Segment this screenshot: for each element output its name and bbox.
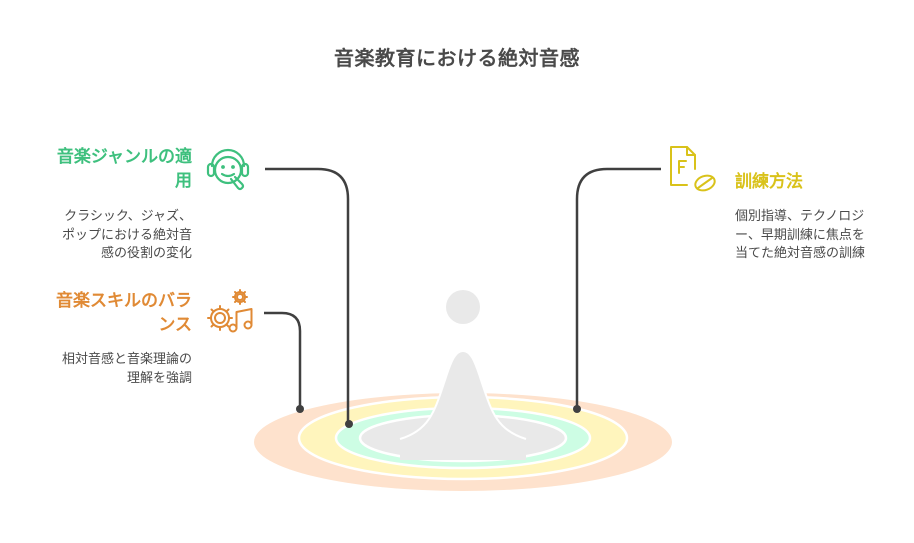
training-heading: 訓練方法 — [735, 172, 803, 192]
page-title: 音楽教育における絶対音感 — [334, 46, 580, 70]
genre-heading: 音楽ジャンルの適 用 — [20, 145, 192, 193]
genre-heading-line2: 用 — [175, 171, 192, 191]
training-description: 個別指導、テクノロジ ー、早期訓練に焦点を 当てた絶対音感の訓練 — [735, 208, 907, 264]
genre-heading-line1: 音楽ジャンルの適 — [56, 147, 192, 167]
skills-description: 相対音感と音楽理論の 理解を強調 — [20, 351, 192, 388]
headset-smile-icon — [206, 148, 250, 191]
connector-genre — [265, 167, 350, 424]
figure-body — [400, 351, 526, 460]
skills-heading-line1: 音楽スキルのバラ — [56, 291, 192, 311]
skills-heading-line2: ンス — [158, 315, 192, 335]
skills-heading: 音楽スキルのバラ ンス — [20, 289, 192, 337]
figure-head — [446, 290, 480, 324]
training-desc-line1: 個別指導、テクノロジ — [735, 209, 865, 224]
gears-music-note-icon — [207, 289, 253, 333]
skills-desc-line2: 理解を強調 — [126, 370, 192, 386]
connector-training — [575, 167, 661, 409]
genre-desc-line1: クラシック、ジャズ、 — [64, 209, 192, 224]
genre-desc-line2: ポップにおける絶対音 — [61, 227, 192, 243]
document-pill-icon — [670, 146, 716, 192]
genre-desc-line3: 感の役割の変化 — [100, 246, 192, 261]
training-desc-line2: ー、早期訓練に焦点を — [735, 227, 865, 243]
training-desc-line3: 当てた絶対音感の訓練 — [735, 246, 866, 261]
genre-description: クラシック、ジャズ、 ポップにおける絶対音 感の役割の変化 — [20, 208, 192, 264]
skills-desc-line1: 相対音感と音楽理論の — [61, 352, 192, 367]
connector-skills — [264, 311, 302, 409]
